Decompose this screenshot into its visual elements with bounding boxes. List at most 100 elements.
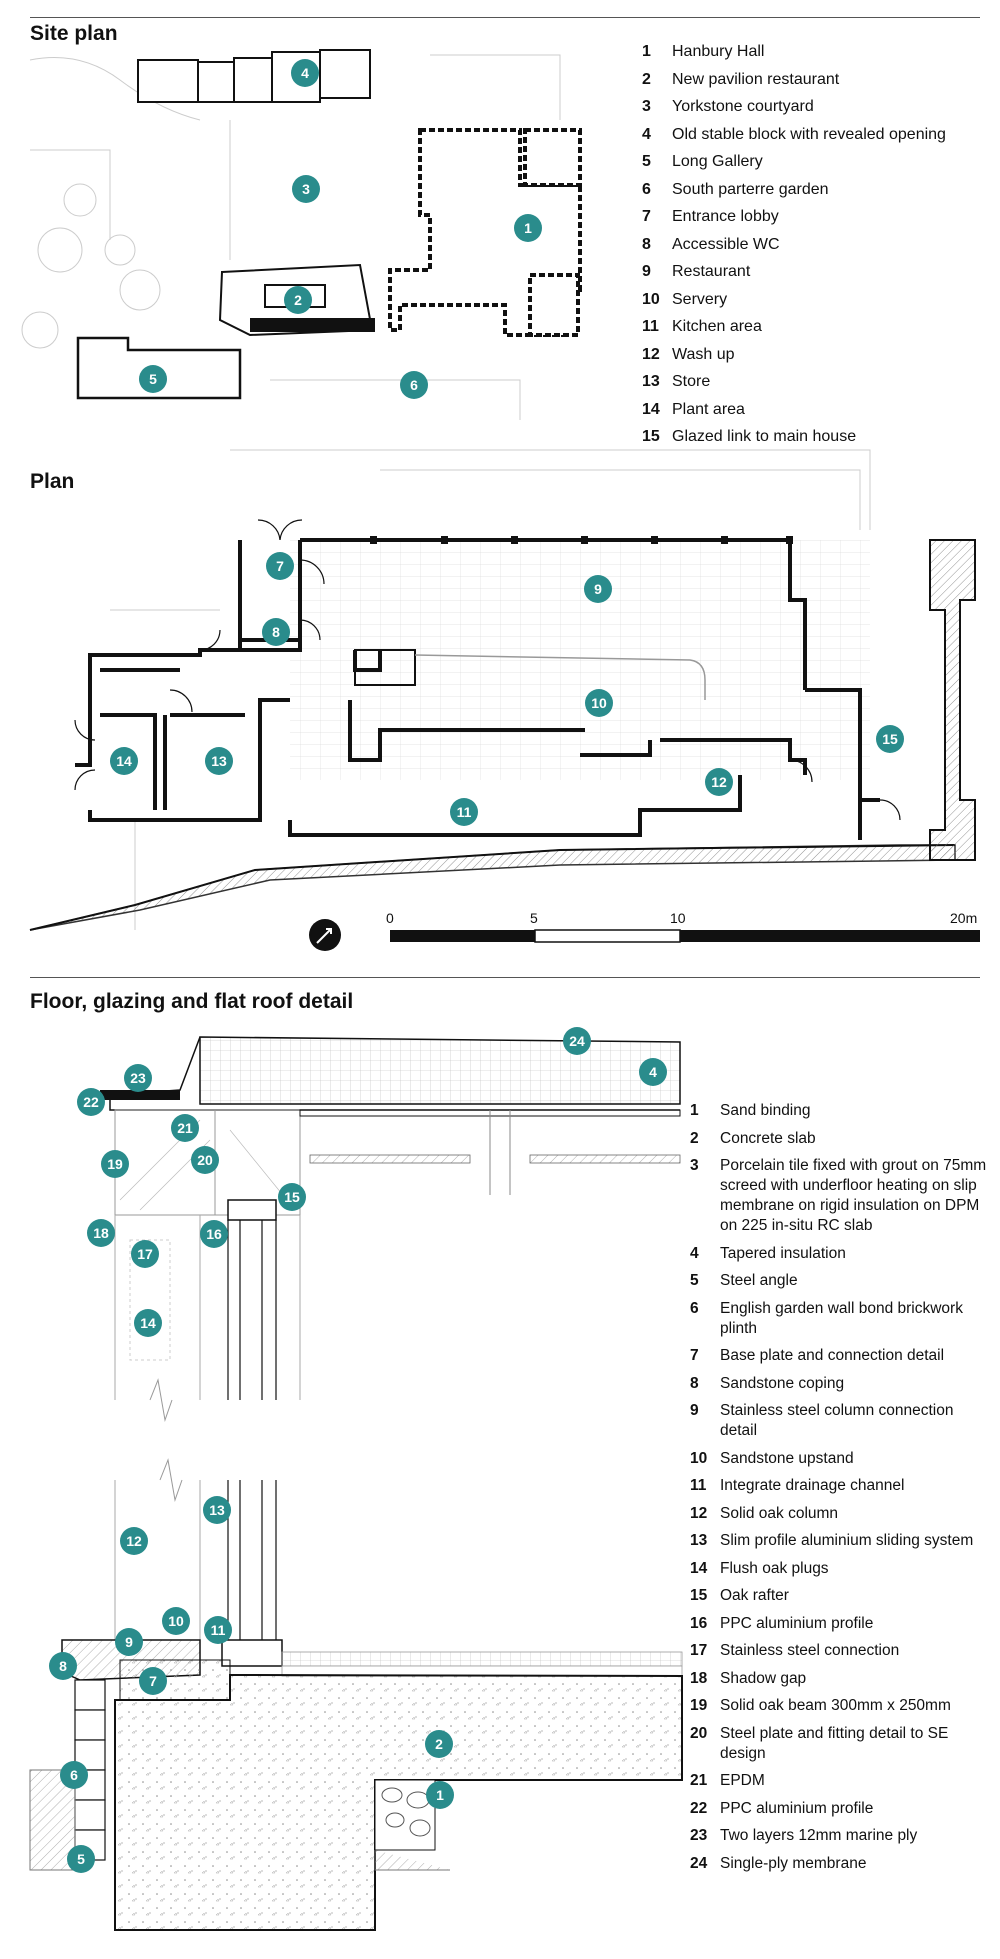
callout-number: 4: [649, 1064, 657, 1080]
legend-text: Yorkstone courtyard: [672, 98, 814, 115]
callout-number: 21: [177, 1120, 193, 1136]
callout-number: 22: [83, 1094, 99, 1110]
legend-number: 4: [642, 125, 651, 143]
callout-marker: [284, 286, 312, 314]
callout-number: 9: [594, 581, 602, 597]
legend-number: 6: [642, 180, 651, 198]
legend-text: Stainless steel column connection detail: [720, 1402, 954, 1439]
legend-text: South parterre garden: [672, 180, 829, 198]
legend-text: Servery: [672, 290, 728, 308]
legend-item: 9 Stainless steel column connection detai…: [690, 1401, 990, 1441]
callout-marker: [77, 1088, 105, 1116]
callout-number: 11: [457, 804, 472, 820]
callout-number: 14: [140, 1315, 156, 1331]
legend-number: 9: [690, 1402, 699, 1419]
callout-marker: [115, 1628, 143, 1656]
callout-number: 3: [302, 181, 310, 197]
legend-text: Steel angle: [720, 1272, 798, 1289]
legend-text: PPC aluminium profile: [720, 1799, 874, 1817]
legend-text: PPC aluminium profile: [720, 1614, 874, 1632]
scale-label-0: 0: [386, 910, 394, 926]
legend-item: 24 Single-ply membrane: [690, 1854, 990, 1874]
callout-marker: [49, 1652, 77, 1680]
callout-number: 9: [125, 1634, 133, 1650]
legend-number: 3: [690, 1157, 699, 1174]
legend-number: 9: [642, 263, 651, 280]
callout-number: 1: [524, 220, 532, 236]
callout-number: 11: [211, 1622, 226, 1638]
callout-number: 17: [137, 1246, 153, 1262]
legend-item: 23 Two layers 12mm marine ply: [690, 1826, 990, 1846]
legend-number: 22: [690, 1799, 708, 1817]
legend-text: Two layers 12mm marine ply: [720, 1827, 918, 1844]
callout-number: 13: [211, 753, 227, 769]
callout-number: 7: [149, 1673, 157, 1689]
callout-number: 16: [206, 1226, 222, 1242]
legend-number: 15: [642, 428, 660, 445]
legend-number: 7: [690, 1347, 699, 1364]
callout-marker: [131, 1240, 159, 1268]
legend-number: 17: [690, 1642, 708, 1659]
callout-number: 8: [59, 1658, 67, 1674]
callout-marker: [266, 552, 294, 580]
legend-number: 15: [690, 1587, 708, 1604]
legend-number: 7: [642, 208, 651, 225]
callout-marker: [101, 1150, 129, 1178]
legend-text: Flush oak plugs: [720, 1559, 829, 1577]
legend-item: 2 New pavilion restaurant: [642, 70, 992, 90]
scale-label-20m: 20m: [950, 910, 978, 926]
legend-text: Porcelain tile fixed with grout on 75mm …: [720, 1157, 987, 1234]
legend-number: 16: [690, 1614, 708, 1632]
callout-number: 10: [591, 695, 607, 711]
callout-marker: [450, 798, 478, 826]
callout-marker: [203, 1496, 231, 1524]
legend-text: Restaurant: [672, 263, 751, 280]
legend-text: Sand binding: [720, 1102, 811, 1119]
legend-number: 6: [690, 1299, 699, 1317]
callout-marker: [171, 1114, 199, 1142]
legend-text: Single-ply membrane: [720, 1854, 867, 1872]
callout-number: 5: [77, 1851, 85, 1867]
callout-number: 19: [107, 1156, 123, 1172]
callout-number: 2: [435, 1736, 443, 1752]
legend-number: 21: [690, 1772, 708, 1789]
callout-number: 14: [116, 753, 132, 769]
callout-marker: [120, 1527, 148, 1555]
legend-text: Accessible WC: [672, 235, 780, 253]
callout-number: 4: [301, 65, 309, 81]
legend-text: Oak rafter: [720, 1587, 789, 1604]
callout-marker: [585, 689, 613, 717]
callout-marker: [426, 1781, 454, 1809]
legend-text: New pavilion restaurant: [672, 70, 840, 88]
callout-marker: [876, 725, 904, 753]
callout-marker: [87, 1219, 115, 1247]
legend-item: 16 PPC aluminium profile: [690, 1614, 990, 1634]
callout-marker: [400, 371, 428, 399]
callout-marker: [705, 768, 733, 796]
callout-marker: [639, 1058, 667, 1086]
legend-text: Base plate and connection detail: [720, 1347, 945, 1364]
legend-number: 24: [690, 1854, 708, 1872]
legend-number: 23: [690, 1827, 708, 1844]
callout-marker: [563, 1027, 591, 1055]
legend-text: Glazed link to main house: [672, 428, 857, 445]
legend-number: 2: [642, 70, 651, 88]
callout-number: 15: [284, 1189, 300, 1205]
legend-text: Sandstone upstand: [720, 1449, 854, 1467]
